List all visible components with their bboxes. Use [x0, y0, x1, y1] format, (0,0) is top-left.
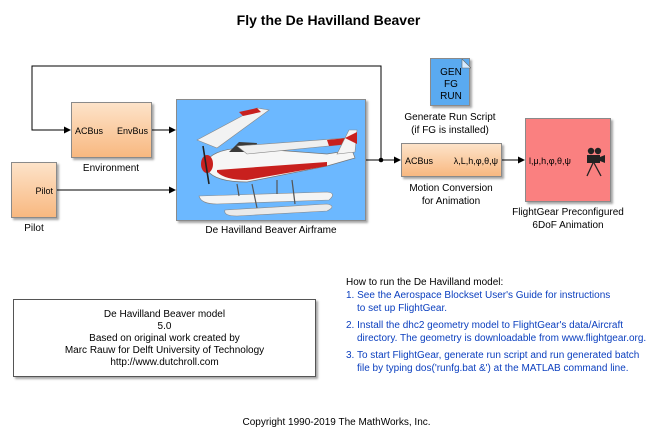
motion-in-port: ACBus [405, 156, 434, 166]
generate-run-script-label: Generate Run Script [404, 112, 496, 123]
diagram-title: Fly the De Havilland Beaver [236, 12, 421, 28]
airplane-image [196, 107, 358, 217]
copyright-text: Copyright 1990-2019 The MathWorks, Inc. [242, 417, 431, 428]
howto-step-3-cont: file by typing dos('runfg.bat &') at the… [357, 363, 629, 374]
model-info-box[interactable]: De Havilland Beaver model 5.0 Based on o… [13, 299, 316, 377]
fg-text: FG [444, 79, 458, 90]
howto-step-text: Install the dhc2 geometry model to Fligh… [357, 320, 624, 331]
branch-point [378, 157, 384, 163]
airframe-label: De Havilland Beaver Airframe [205, 225, 337, 236]
gen-text: GEN [440, 67, 462, 78]
pilot-label: Pilot [24, 223, 44, 234]
info-line-title: De Havilland Beaver model [103, 309, 226, 320]
howto-step-number: 2. [346, 320, 355, 331]
motion-conversion-label: Motion Conversion [409, 183, 493, 194]
howto-step-1-cont: to set up FlightGear. [357, 303, 448, 314]
howto-step-2-cont: directory. The geometry is downloadable … [357, 333, 647, 344]
howto-step-2[interactable]: 2. Install the dhc2 geometry model to Fl… [346, 319, 623, 332]
generate-run-script-sublabel: (if FG is installed) [411, 125, 489, 136]
flightgear-in-port: l,μ,h,φ,θ,ψ [529, 156, 571, 166]
airframe-block[interactable] [176, 99, 366, 221]
flightgear-animation-block[interactable]: l,μ,h,φ,θ,ψ [525, 118, 611, 202]
environment-in-port: ACBus [75, 126, 104, 136]
environment-block[interactable]: ACBus EnvBus [71, 102, 152, 158]
pilot-block[interactable]: Pilot [11, 162, 57, 218]
info-line-author: Marc Rauw for Delft University of Techno… [64, 345, 265, 356]
motion-conversion-sublabel: for Animation [421, 196, 481, 207]
howto-step-number: 1. [346, 290, 355, 301]
howto-step-3[interactable]: 3. To start FlightGear, generate run scr… [346, 349, 639, 362]
motion-conversion-block[interactable]: ACBus λ,L,h,φ,θ,ψ [401, 143, 502, 177]
howto-heading: How to run the De Havilland model: [346, 277, 504, 288]
motion-out-port: λ,L,h,φ,θ,ψ [453, 156, 498, 166]
flightgear-label: FlightGear Preconfigured [512, 207, 624, 218]
info-line-credit: Based on original work created by [89, 333, 240, 344]
pilot-out-port: Pilot [35, 186, 53, 196]
feedback-line[interactable] [31, 65, 382, 160]
howto-step-text: See the Aerospace Blockset User's Guide … [357, 290, 611, 301]
info-line-version: 5.0 [157, 321, 172, 332]
howto-step-text: To start FlightGear, generate run script… [356, 350, 640, 361]
howto-step-number: 3. [346, 350, 355, 361]
document-icon [461, 59, 471, 69]
generate-run-script-block[interactable]: GEN FG RUN [430, 58, 471, 106]
environment-out-port: EnvBus [116, 126, 148, 136]
video-camera-icon [586, 147, 605, 177]
run-text: RUN [440, 91, 462, 102]
environment-label: Environment [82, 163, 140, 174]
info-line-url: http://www.dutchroll.com [110, 357, 219, 368]
flightgear-sublabel: 6DoF Animation [532, 220, 604, 231]
howto-step-1[interactable]: 1. See the Aerospace Blockset User's Gui… [346, 289, 610, 302]
